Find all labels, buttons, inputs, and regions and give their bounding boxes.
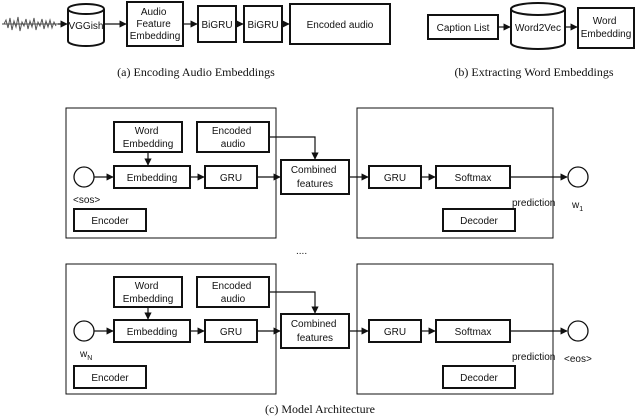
audio-feature-embedding-box (126, 1, 184, 47)
prediction-label-1: prediction (512, 198, 555, 209)
decoder-box-2 (442, 365, 516, 389)
word-embedding-box-1 (113, 121, 183, 153)
encoded-audio-label: Encoded audio (307, 20, 374, 31)
decoder-region-2 (356, 263, 554, 395)
encoded-audio-label-1: Encoded audio (212, 126, 254, 150)
gru-enc-label-1: GRU (220, 173, 242, 184)
combined-features-label-1: Combined features (291, 165, 339, 190)
word-embedding-box-2 (113, 276, 183, 308)
audio-waveform-icon (2, 16, 58, 32)
encoded-audio-box-2 (196, 276, 270, 308)
output-label-1: w1 (571, 200, 583, 213)
input-node-2 (73, 320, 95, 342)
encoder-region-1 (65, 107, 277, 239)
section-b: Caption List Word2Vec Word Embedding (b)… (427, 2, 635, 79)
edge-audio-comb-2 (269, 291, 319, 314)
gru-dec-label-2: GRU (384, 327, 406, 338)
prediction-label-2: prediction (512, 352, 555, 363)
output-label-2: <eos> (564, 354, 592, 365)
ellipsis-dots: .... (296, 246, 307, 257)
caption-a: (a) Encoding Audio Embeddings (117, 65, 275, 79)
output-node-1 (567, 166, 589, 188)
encoder-label-1: Encoder (91, 216, 129, 227)
model-block-1: Word Embedding Encoded audio <sos> Embed… (65, 107, 589, 239)
encoder-box-1 (73, 208, 147, 232)
encoded-audio-box (289, 3, 391, 45)
decoder-label-1: Decoder (460, 216, 498, 227)
caption-list-label: Caption List (437, 23, 490, 34)
output-node-2 (567, 320, 589, 342)
embedding-label-2: Embedding (127, 327, 178, 338)
input-node-1 (73, 166, 95, 188)
word-embedding-label-2: Word Embedding (123, 281, 174, 305)
encoder-box-2 (73, 365, 147, 389)
section-a: VGGish Audio Feature Embedding BiGRU BiG… (2, 1, 391, 79)
decoder-box-1 (442, 208, 516, 232)
caption-b: (b) Extracting Word Embeddings (454, 65, 613, 79)
vggish-label: VGGish (68, 21, 103, 32)
caption-list-box (427, 14, 499, 40)
encoder-label-2: Encoder (91, 373, 129, 384)
encoded-audio-box-1 (196, 121, 270, 153)
gru-dec-label-1: GRU (384, 173, 406, 184)
combined-features-label-2: Combined features (291, 319, 339, 344)
vggish-cylinder: VGGish (67, 3, 105, 47)
encoded-audio-label-2: Encoded audio (212, 281, 254, 305)
embedding-label-1: Embedding (127, 173, 178, 184)
word2vec-label: Word2Vec (515, 23, 561, 34)
word-embedding-top-label: Word Embedding (581, 16, 632, 40)
bigru-1-label: BiGRU (201, 20, 232, 31)
softmax-label-1: Softmax (455, 173, 492, 184)
edge-audio-comb-1 (269, 136, 319, 160)
model-block-2: Word Embedding Encoded audio wN Embeddin… (65, 263, 592, 395)
combined-features-box-2 (280, 313, 350, 349)
decoder-region-1 (356, 107, 554, 239)
softmax-label-2: Softmax (455, 327, 492, 338)
word2vec-cylinder: Word2Vec (510, 2, 566, 50)
word-embedding-top-box (577, 7, 635, 49)
gru-enc-label-2: GRU (220, 327, 242, 338)
audio-feature-embedding-label: Audio Feature Embedding (130, 7, 181, 42)
decoder-label-2: Decoder (460, 373, 498, 384)
bigru-2-label: BiGRU (247, 20, 278, 31)
input-label-1: <sos> (73, 195, 100, 206)
caption-c: (c) Model Architecture (265, 402, 375, 416)
word-embedding-label-1: Word Embedding (123, 126, 174, 150)
input-label-2: wN (79, 349, 92, 362)
